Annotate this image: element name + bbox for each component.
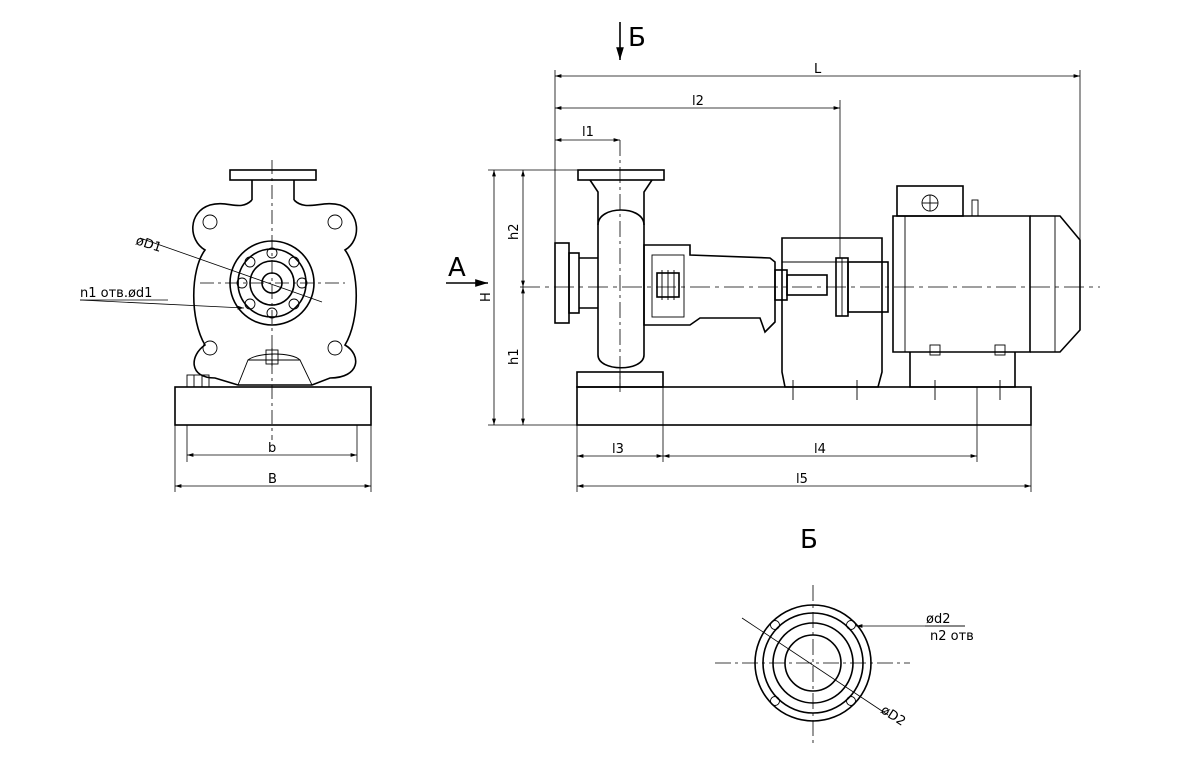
view-a-arrow-label: А bbox=[448, 253, 466, 283]
lug-hole bbox=[327, 340, 343, 356]
view-b-flange: Б øD2 ød2 n2 отв bbox=[715, 525, 974, 745]
dim-label-b: b bbox=[268, 441, 276, 456]
side-suction-flange bbox=[554, 242, 570, 324]
dim-label-L: L bbox=[814, 62, 822, 77]
dim-label-h1: h1 bbox=[507, 348, 522, 365]
lug-hole bbox=[202, 340, 218, 356]
coupling-guard bbox=[781, 237, 883, 388]
dim-label-D1: øD1 bbox=[134, 234, 164, 256]
dim-label-l3: l3 bbox=[612, 442, 624, 457]
side-base-frame bbox=[576, 386, 1032, 426]
lug-hole bbox=[327, 214, 343, 230]
dim-label-d2: ød2 bbox=[926, 612, 950, 627]
dim-label-l1: l1 bbox=[582, 125, 594, 140]
side-view: Б А bbox=[446, 22, 1100, 492]
side-discharge-flange bbox=[577, 169, 665, 181]
dim-label-l5: l5 bbox=[796, 472, 808, 487]
view-b-arrow-label: Б bbox=[628, 23, 646, 53]
dim-label-n1-holes: n1 отв.ød1 bbox=[80, 286, 152, 301]
dim-label-B: B bbox=[268, 472, 277, 487]
dim-label-h2: h2 bbox=[507, 223, 522, 240]
electric-motor bbox=[892, 215, 1031, 353]
dim-label-l4: l4 bbox=[814, 442, 826, 457]
view-b-title: Б bbox=[800, 525, 818, 555]
front-base-plate bbox=[174, 386, 372, 426]
dim-label-D2: øD2 bbox=[878, 703, 908, 730]
bearing-housing bbox=[643, 244, 776, 334]
flange-bolt-holes bbox=[236, 247, 308, 319]
dim-label-n2-holes: n2 отв bbox=[930, 629, 974, 644]
lug-hole bbox=[202, 214, 218, 230]
front-discharge-flange bbox=[229, 169, 317, 181]
front-view: øD1 n1 отв.ød1 b B bbox=[79, 160, 372, 492]
side-pump-volute bbox=[597, 209, 645, 369]
dim-label-l2: l2 bbox=[692, 94, 704, 109]
flange-outer-ring bbox=[754, 604, 872, 722]
front-pump-casing bbox=[192, 199, 358, 386]
front-base-bolt bbox=[186, 374, 210, 388]
dim-label-H: H bbox=[479, 292, 494, 302]
view-b-bolt-holes bbox=[770, 620, 856, 706]
